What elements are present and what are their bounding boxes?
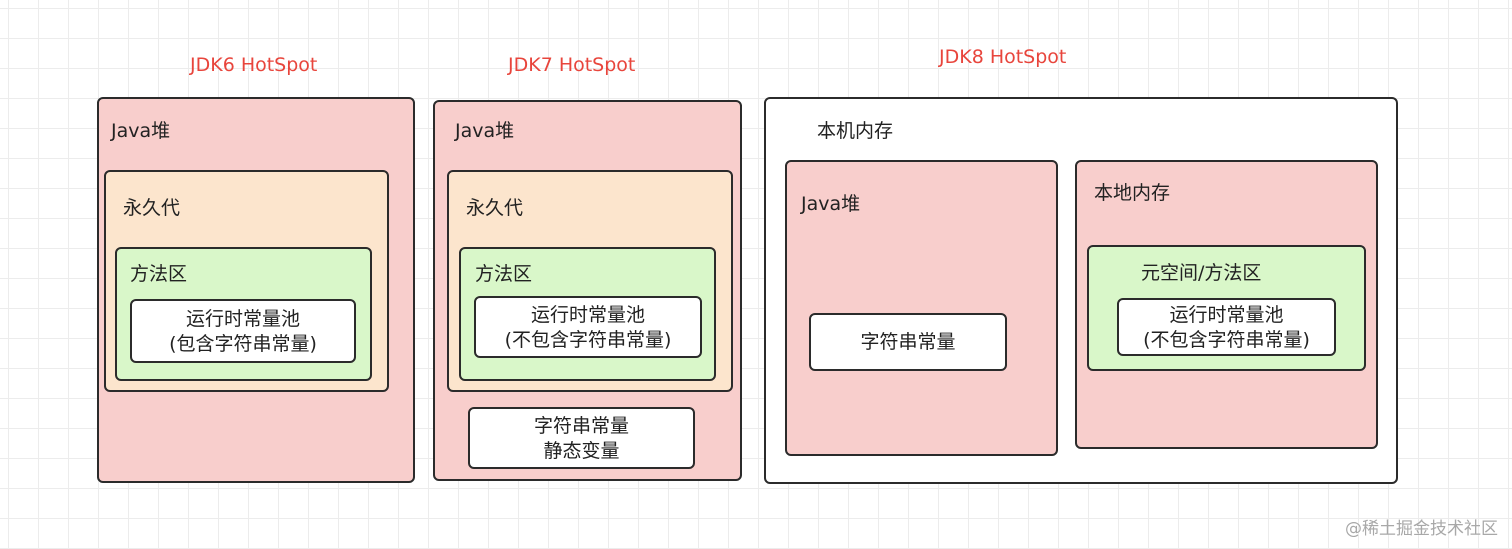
jdk7-string-static-box: 字符串常量 静态变量 <box>468 407 695 469</box>
jdk8-string-constants: 字符串常量 <box>809 313 1007 371</box>
jdk6-title: JDK6 HotSpot <box>190 54 318 76</box>
jdk7-runtime-pool-line1: 运行时常量池 <box>530 304 645 326</box>
jdk8-title: JDK8 HotSpot <box>939 46 1067 68</box>
jdk7-runtime-pool-line2: (不包含字符串常量) <box>504 329 672 351</box>
jdk8-native-memory-label: 本机内存 <box>817 120 894 142</box>
jdk7-static-var-line: 静态变量 <box>543 440 620 462</box>
watermark: @稀土掘金技术社区 <box>1345 519 1498 539</box>
jdk7-runtime-constant-pool: 运行时常量池 (不包含字符串常量) <box>474 296 702 358</box>
jdk8-local-memory-label: 本地内存 <box>1094 182 1171 204</box>
jdk7-title: JDK7 HotSpot <box>508 54 636 76</box>
jdk7-permgen-label: 永久代 <box>466 197 524 219</box>
jdk8-heap-label: Java堆 <box>801 193 861 215</box>
jdk6-runtime-pool-line1: 运行时常量池 <box>185 308 300 330</box>
jdk7-heap-label: Java堆 <box>455 120 515 142</box>
jdk8-metaspace-label: 元空间/方法区 <box>1141 262 1262 284</box>
jdk6-runtime-constant-pool: 运行时常量池 (包含字符串常量) <box>130 299 356 363</box>
jdk6-method-area-label: 方法区 <box>130 263 188 285</box>
jdk6-permgen-label: 永久代 <box>123 197 181 219</box>
jdk7-method-area-label: 方法区 <box>475 263 533 285</box>
jdk8-runtime-pool-line2: (不包含字符串常量) <box>1143 329 1310 351</box>
jdk6-heap-label: Java堆 <box>111 120 171 142</box>
jdk6-runtime-pool-line2: (包含字符串常量) <box>169 333 317 355</box>
jdk8-java-heap: Java堆 <box>785 160 1058 456</box>
jdk7-string-const-line: 字符串常量 <box>533 415 629 437</box>
jdk8-runtime-constant-pool: 运行时常量池 (不包含字符串常量) <box>1117 298 1336 356</box>
jdk8-runtime-pool-line1: 运行时常量池 <box>1169 304 1284 326</box>
jdk8-string-const-label: 字符串常量 <box>860 331 956 353</box>
